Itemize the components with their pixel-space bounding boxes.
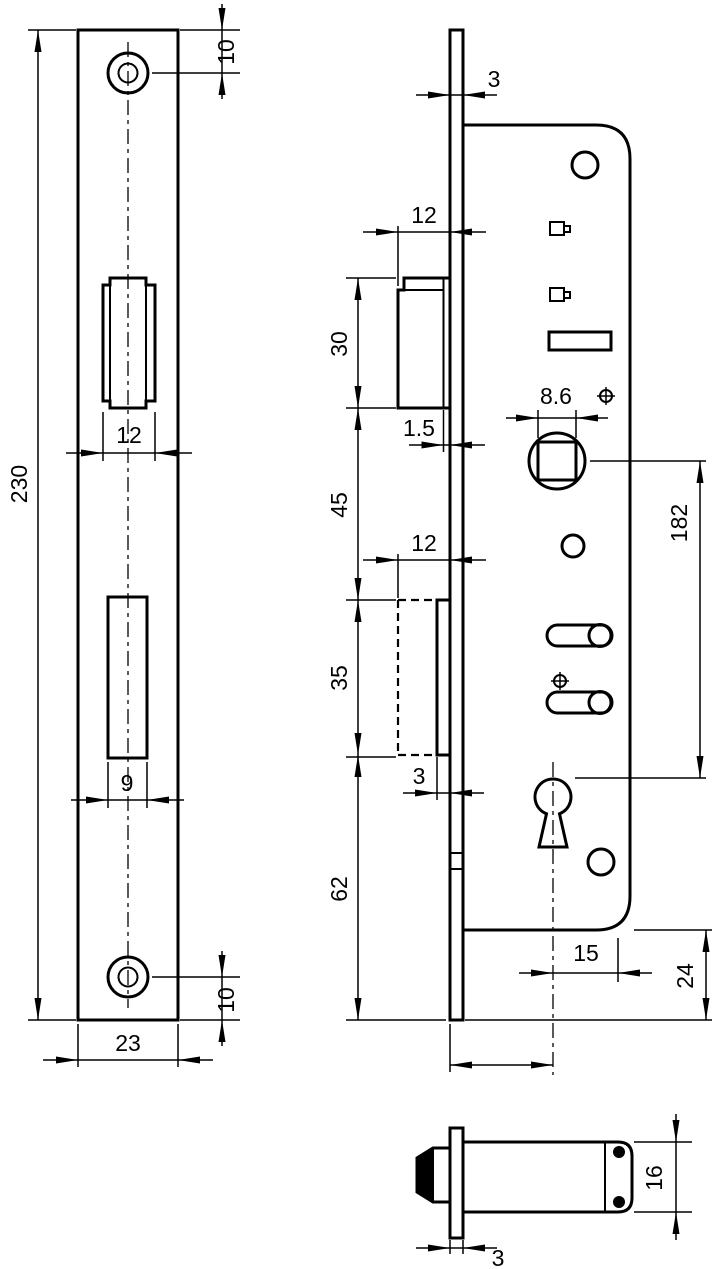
dim-latch-to-bolt: 45 [326, 408, 396, 601]
dim-label-bolt-to-plate-end: 62 [326, 876, 352, 902]
dim-label-bolt-height: 35 [326, 665, 352, 691]
detail-faceplate [448, 1126, 465, 1240]
dim-keyhole-offset: 15 [519, 938, 652, 982]
dim-label-detail-latch-thickness: 16 [641, 1165, 667, 1191]
dim-label-strike-bolt-cutout: 9 [121, 770, 134, 796]
dim-faceplate-thickness: 3 [416, 66, 501, 99]
dim-label-latch-height: 30 [326, 331, 352, 357]
dim-bolt-to-plate-end: 62 [326, 755, 446, 1021]
dim-strike-width: 23 [43, 1024, 213, 1067]
dim-latch-lip: 1.5 [403, 410, 485, 452]
deadbolt-head [435, 598, 452, 757]
detail-roller-bottom [613, 1196, 625, 1208]
slot-hole-1 [545, 623, 614, 648]
dim-strike-latch-cutout: 12 [66, 412, 192, 461]
dim-backset-line [449, 1024, 553, 1072]
dim-label-bolt-throw: 3 [413, 763, 426, 789]
follower-hub [527, 431, 587, 491]
dim-case-to-plate-end: 24 [465, 929, 712, 1021]
adjuster-detail-2 [549, 287, 565, 302]
dim-detail-latch-thickness: 16 [634, 1114, 692, 1240]
dim-bolt-height: 35 [326, 600, 396, 758]
faceplate-side [448, 28, 465, 1022]
detail-latch-body [463, 1140, 634, 1214]
dim-vertical-span: 182 [575, 460, 706, 779]
dim-label-strike-top-offset: 10 [213, 39, 239, 65]
latch-bolt-side [396, 276, 452, 410]
strike-plate-view [76, 28, 180, 1022]
dim-label-keyhole-offset: 15 [573, 940, 599, 966]
strike-bottom-screw-hole [106, 955, 150, 999]
dim-bolt-protrusion: 12 [363, 530, 486, 598]
follower-square-hole [536, 440, 578, 482]
dim-label-strike-bottom-offset: 10 [213, 987, 239, 1013]
slot-hole-2 [545, 690, 614, 715]
dim-strike-top-hole-offset: 10 [152, 4, 240, 99]
dim-latch-height: 30 [326, 277, 396, 409]
lock-case-outline [463, 123, 632, 932]
dim-strike-bolt-cutout: 9 [71, 762, 184, 808]
dim-label-strike-width: 23 [115, 1030, 141, 1056]
dim-strike-height: 230 [6, 29, 76, 1021]
case-top-screw-hole [570, 150, 600, 180]
dim-label-latch-lip: 1.5 [403, 415, 435, 441]
dim-label-latch-to-bolt: 45 [326, 492, 352, 518]
dim-label-vertical-span: 182 [666, 504, 692, 542]
lock-side-view [396, 28, 632, 1075]
strike-bolt-cutout [106, 595, 149, 760]
dim-bolt-throw: 3 [403, 757, 484, 800]
dim-label-detail-faceplate-thickness: 3 [492, 1245, 505, 1269]
adjuster-detail-1 [549, 221, 565, 236]
fixing-hole [560, 533, 586, 559]
dim-strike-bottom-hole-offset: 10 [152, 951, 240, 1046]
case-bottom-screw-hole [586, 847, 616, 877]
latch-detail-view [415, 1126, 634, 1240]
dim-label-latch-protrusion: 12 [411, 202, 437, 228]
detail-roller-top [613, 1146, 625, 1158]
dim-latch-protrusion: 12 [363, 202, 486, 286]
dim-label-strike-height: 230 [6, 465, 32, 503]
dim-follower-square: 8.6 [506, 383, 608, 438]
dim-label-strike-latch-cutout: 12 [116, 422, 142, 448]
dim-label-faceplate-thickness: 3 [488, 66, 501, 92]
case-slot [547, 330, 613, 352]
dim-detail-faceplate-thickness: 3 [416, 1240, 504, 1269]
dim-label-case-to-plate-end: 24 [672, 963, 698, 989]
dim-label-bolt-protrusion: 12 [411, 530, 437, 556]
dim-label-follower-square: 8.6 [540, 383, 572, 409]
